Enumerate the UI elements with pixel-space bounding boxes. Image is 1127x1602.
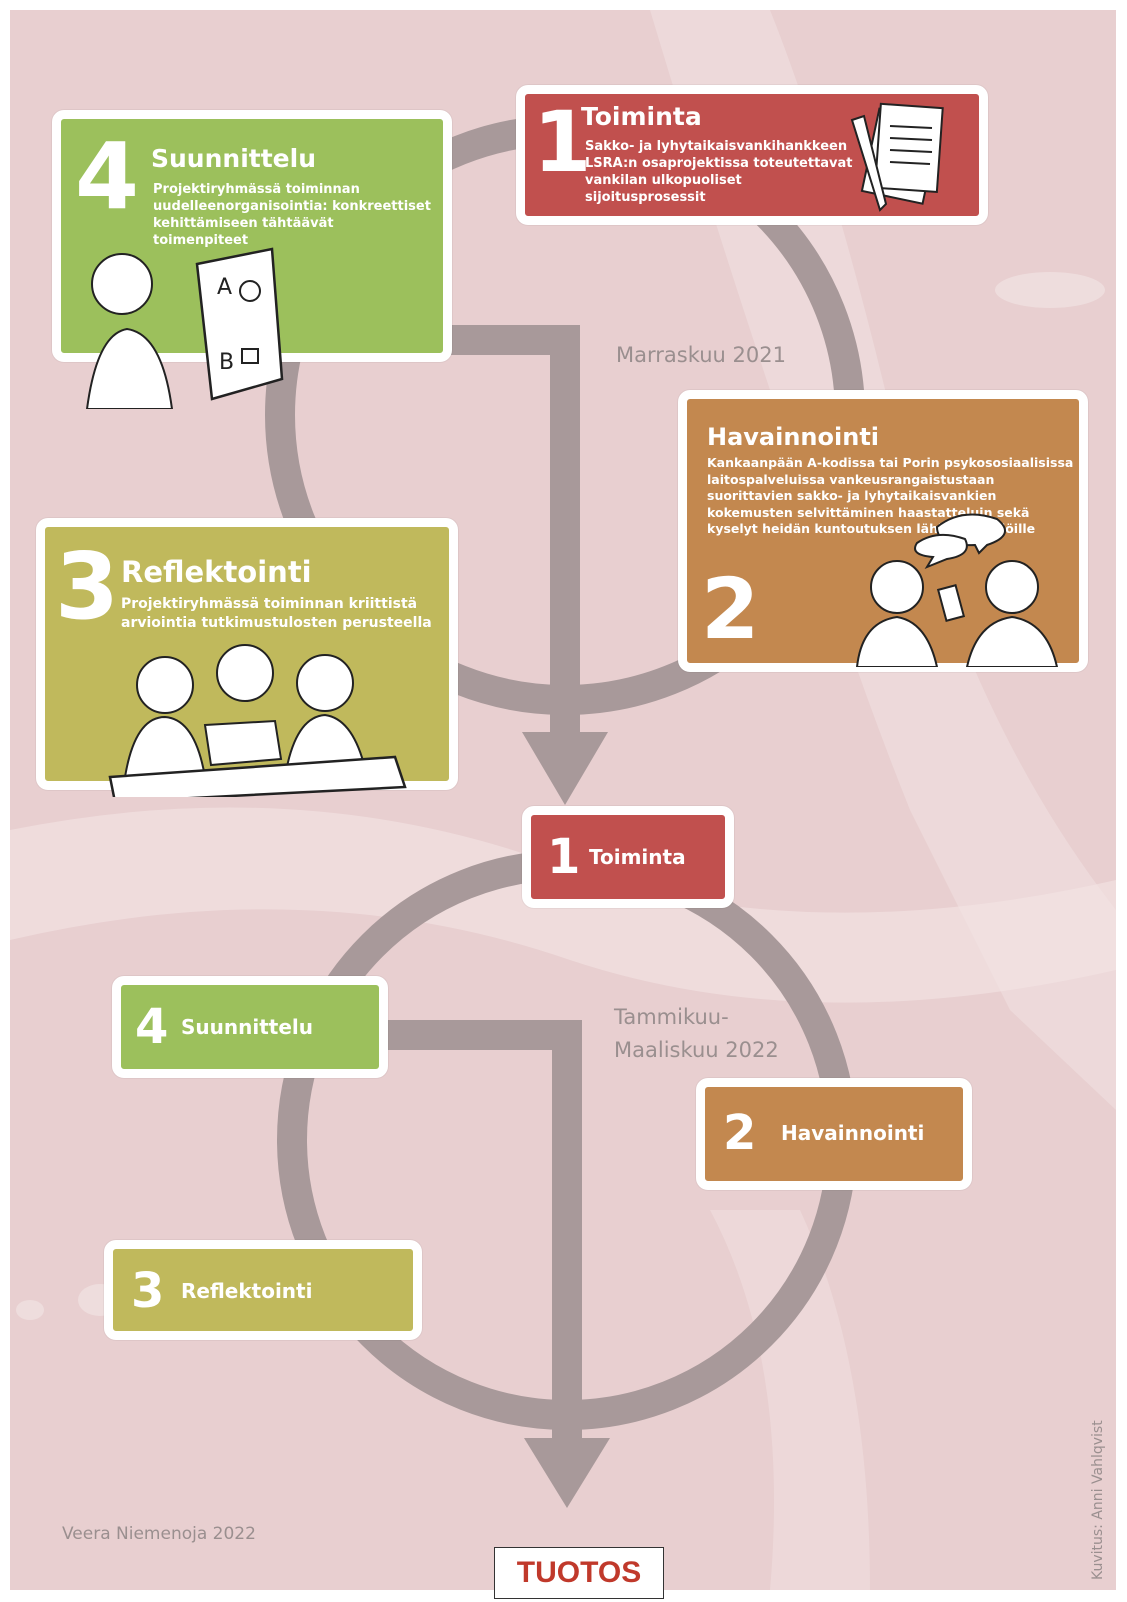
cycle2-period-line2: Maaliskuu 2022 [614,1038,779,1062]
cycle1-toiminta-card: 1 Toiminta Sakko- ja lyhytaikaisvankihan… [516,85,988,225]
step-number: 2 [701,560,760,658]
cycle1-flow-line [448,325,580,745]
step-number: 1 [533,93,592,191]
cycle2-suunnittelu-card: 4 Suunnittelu [112,976,388,1078]
cycle2-arrow [524,1438,610,1508]
step-title: Havainnointi [781,1121,925,1145]
cycle1-suunnittelu-card: 4 Suunnittelu Projektiryhmässä toiminnan… [52,110,452,409]
step-number: 2 [723,1105,757,1161]
cycle2-flow-line [386,1020,582,1452]
step-number: 4 [75,123,140,230]
step-title: Havainnointi [707,423,880,451]
step-title: Toiminta [581,102,702,131]
cycle2-period-line1: Tammikuu- [614,1005,729,1029]
group-discussion-illustration [108,644,407,797]
step-title: Toiminta [589,845,686,869]
step-description: Sakko- ja lyhytaikaisvankihankkeen LSRA:… [585,139,853,205]
step-number: 1 [547,829,581,885]
illustration-credit: Kuvitus: Anni Vahlqvist [1090,1420,1106,1580]
step-number: 3 [55,533,120,640]
diagram-canvas: 1 Toiminta Sakko- ja lyhytaikaisvankihan… [10,10,1116,1590]
cycle1-reflektointi-card: 3 Reflektointi Projektiryhmässä toiminna… [36,518,458,797]
bg-streak [710,1210,870,1590]
cycle1-arrow [522,732,608,805]
cycle2-toiminta-card: 1 Toiminta [522,806,734,908]
interview-illustration [855,513,1059,667]
cycle2-havainnointi-card: 2 Havainnointi [696,1078,972,1190]
step-number: 4 [135,999,169,1055]
step-description: Projektiryhmässä toiminnan kriittistä ar… [121,596,432,631]
cycle1-havainnointi-card: Havainnointi Kankaanpään A-kodissa tai P… [678,390,1088,672]
step-title: Suunnittelu [151,144,316,173]
step-description: Projektiryhmässä toiminnan uudelleenorga… [153,182,431,248]
step-title: Reflektointi [121,555,312,589]
cycle1-period: Marraskuu 2021 [616,343,786,367]
planning-person-illustration: A B [85,247,284,409]
svg-text:A: A [217,275,232,300]
step-title: Reflektointi [181,1279,313,1303]
cycle2-reflektointi-card: 3 Reflektointi [104,1240,422,1340]
svg-text:B: B [219,350,234,375]
step-title: Suunnittelu [181,1015,313,1039]
output-box: TUOTOS [494,1547,664,1599]
author-credit: Veera Niemenoja 2022 [62,1524,256,1544]
step-number: 3 [131,1263,165,1319]
documents-pen-illustration [850,102,944,212]
